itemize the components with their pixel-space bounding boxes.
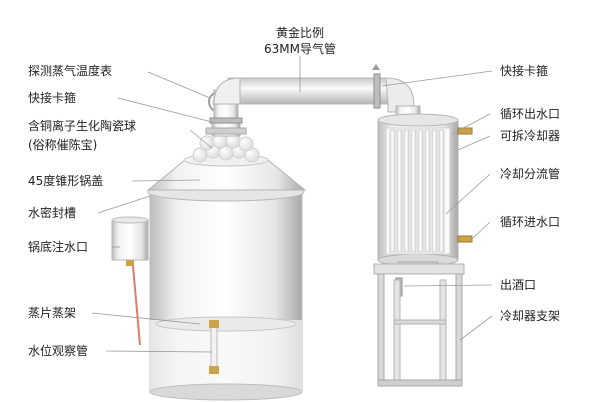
leader-ceramic bbox=[189, 129, 213, 149]
label-ceramic-balls: 含铜离子生化陶瓷球 bbox=[28, 119, 137, 133]
leader-liquor bbox=[403, 284, 493, 287]
label-steamer-rack: 蒸片蒸架 bbox=[28, 306, 77, 320]
cooling-tubes bbox=[385, 127, 451, 255]
label-cooler-stand: 冷却器支架 bbox=[500, 309, 561, 323]
leader-gauge bbox=[105, 350, 213, 353]
label-cone-lid: 45度锥形锅盖 bbox=[28, 174, 104, 188]
title-line-1: 黄金比例 bbox=[275, 26, 324, 40]
main-pot bbox=[146, 117, 307, 401]
leader-outlet bbox=[451, 113, 491, 135]
leader-steamer bbox=[91, 312, 201, 325]
label-thermometer: 探测蒸气温度表 bbox=[28, 64, 113, 78]
leader-tubes bbox=[445, 173, 491, 215]
water-gauge-tube bbox=[209, 320, 219, 374]
leader-water-seal bbox=[97, 195, 151, 214]
label-cooling-tubes: 冷却分流管 bbox=[500, 167, 561, 181]
condenser bbox=[377, 113, 473, 297]
label-quick-clamp-left: 快接卡箍 bbox=[28, 91, 77, 105]
label-quick-clamp-right: 快接卡箍 bbox=[500, 64, 549, 78]
label-ceramic-balls-alias: (俗称催陈宝) bbox=[28, 138, 98, 152]
leader-clamp-right bbox=[381, 70, 493, 87]
label-bottom-inlet: 锅底注水口 bbox=[28, 240, 89, 254]
label-water-gauge: 水位观察管 bbox=[28, 344, 89, 358]
leader-stand bbox=[459, 315, 493, 341]
label-water-seal: 水密封槽 bbox=[28, 206, 77, 220]
leader-inlet bbox=[471, 221, 491, 240]
leader-thermometer bbox=[147, 71, 211, 99]
cooler-stand bbox=[373, 263, 465, 387]
label-cooling-outlet: 循环出水口 bbox=[500, 107, 561, 121]
leader-cone-lid bbox=[131, 179, 201, 182]
side-water-tank bbox=[111, 216, 149, 346]
label-cooling-inlet: 循环进水口 bbox=[500, 215, 561, 229]
gas-pipe bbox=[209, 64, 421, 124]
label-liquor-outlet: 出酒口 bbox=[500, 278, 537, 292]
label-detachable-cooler: 可拆冷却器 bbox=[500, 129, 561, 143]
leader-lines bbox=[91, 56, 493, 353]
leader-cooler bbox=[457, 135, 491, 151]
ceramic-balls bbox=[192, 133, 260, 163]
title-line-2: 63MM导气管 bbox=[264, 42, 336, 56]
leader-clamp-left bbox=[117, 97, 213, 123]
